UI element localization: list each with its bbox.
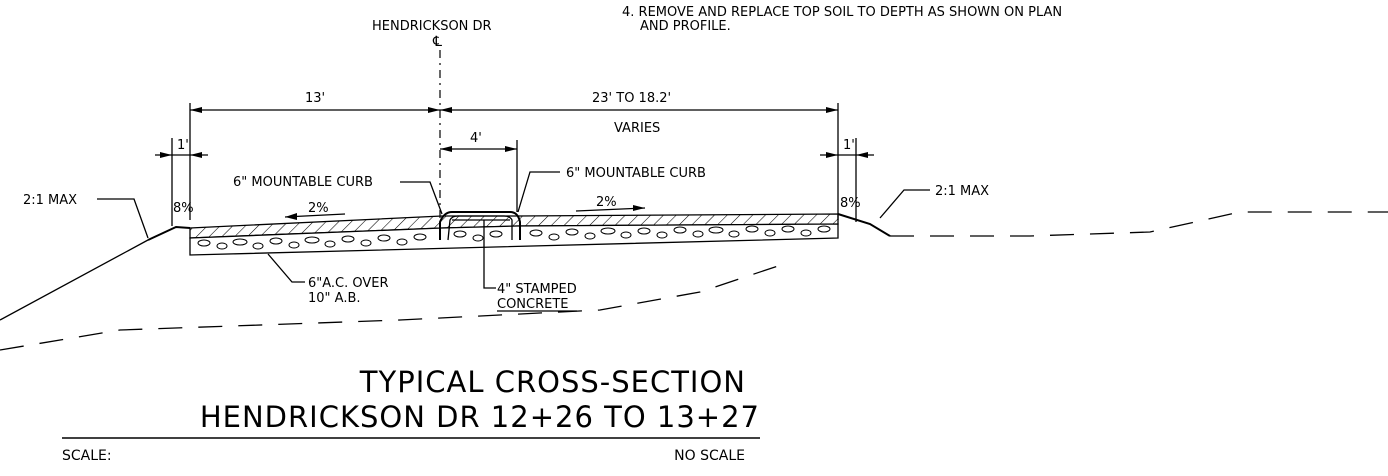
right-curb-leader [517, 171, 560, 213]
cross-slope-arrows [284, 205, 646, 220]
pavement-label-line-1: 6"A.C. OVER [308, 276, 389, 291]
title-line-2: HENDRICKSON DR 12+26 TO 13+27 [200, 400, 760, 434]
stamped-label-line-1: 4" STAMPED [497, 282, 577, 297]
scale-label: SCALE: [62, 448, 112, 464]
centerline-street-label: HENDRICKSON DR [372, 19, 492, 34]
right-offset-label: 1' [843, 138, 855, 153]
right-width-varies: VARIES [614, 121, 660, 136]
left-slope-leader [97, 198, 149, 239]
median-dimension [440, 140, 518, 212]
median-curbs [439, 211, 521, 241]
right-cross-slope: 2% [596, 195, 617, 210]
left-curb-label: 6" MOUNTABLE CURB [233, 175, 373, 190]
left-offset-label: 1' [177, 138, 189, 153]
pavement-label-line-2: 10" A.B. [308, 291, 361, 306]
left-curb-leader [400, 181, 443, 215]
right-slope-leader [879, 189, 930, 219]
left-width-dimension: 13' [305, 91, 325, 106]
stamped-label-line-2: CONCRETE [497, 297, 569, 312]
right-curb-label: 6" MOUNTABLE CURB [566, 166, 706, 181]
title-line-1: TYPICAL CROSS-SECTION [359, 365, 746, 399]
existing-ground-right [890, 211, 1388, 237]
left-slope-max-label: 2:1 MAX [23, 193, 77, 208]
right-offset-dimension [820, 138, 874, 222]
pavement-section [189, 213, 839, 256]
pavement-leader [267, 253, 305, 283]
existing-ground-left [0, 261, 791, 351]
left-cross-slope: 2% [308, 201, 329, 216]
median-width-dimension: 4' [470, 131, 482, 146]
right-slope-max-label: 2:1 MAX [935, 184, 989, 199]
left-shoulder-percent: 8% [173, 201, 194, 216]
left-embankment-line [0, 239, 149, 321]
centerline-symbol: ℄ [432, 34, 442, 50]
note-4-line-1: 4. REMOVE AND REPLACE TOP SOIL TO DEPTH … [622, 5, 1062, 20]
right-width-dimension: 23' TO 18.2' [592, 91, 671, 106]
left-offset-dimension [155, 138, 208, 226]
note-4-line-2: AND PROFILE. [640, 19, 731, 34]
right-slope-line [837, 213, 891, 237]
stamped-concrete-leader [483, 220, 496, 289]
right-shoulder-percent: 8% [840, 196, 861, 211]
left-slope-line [147, 225, 191, 241]
scale-value: NO SCALE [674, 448, 745, 464]
overall-dimensions [189, 103, 839, 220]
